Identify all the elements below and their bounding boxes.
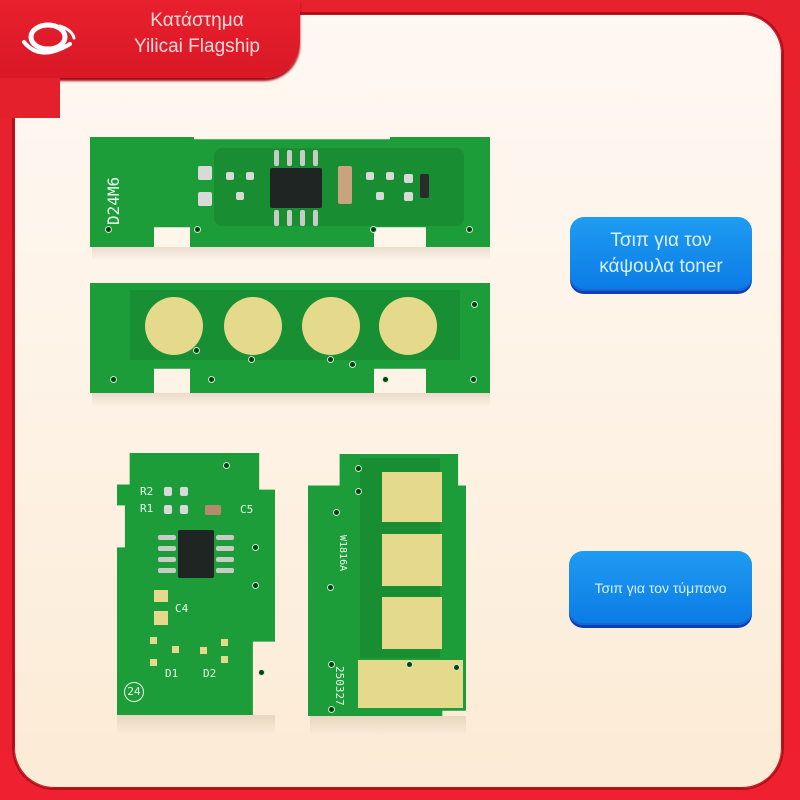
silk-r2: R2 bbox=[140, 485, 154, 498]
toner-chip-label: Τσιπ για τον κάψουλα toner bbox=[570, 217, 752, 291]
contact-pad bbox=[379, 297, 437, 355]
store-title-line1: Κατάστημα bbox=[150, 10, 244, 31]
store-title: Κατάστημα Yilicai Flagship bbox=[112, 8, 282, 60]
silk-c4: C4 bbox=[175, 602, 189, 615]
contact-pad bbox=[302, 297, 360, 355]
contact-pad bbox=[145, 297, 203, 355]
contact-pad bbox=[224, 297, 282, 355]
silk-code2: 250327 bbox=[333, 666, 346, 706]
contact-pad bbox=[382, 597, 442, 649]
contact-pad bbox=[382, 534, 442, 586]
contact-pad bbox=[358, 660, 463, 708]
yilicai-swirl-logo-icon bbox=[22, 22, 76, 55]
silk-code1: W1816A bbox=[337, 535, 348, 572]
toner-chip-label-line2: κάψουλα toner bbox=[599, 256, 723, 277]
toner-front-silkscreen: D24M6 bbox=[104, 176, 123, 225]
silk-d2: D2 bbox=[203, 667, 217, 680]
silk-d1: D1 bbox=[165, 667, 179, 680]
silk-c5: C5 bbox=[240, 503, 254, 516]
contact-pad bbox=[382, 472, 442, 522]
silk-r1: R1 bbox=[140, 502, 154, 515]
drum-chip-label-text: Τσιπ για τον τύμπανο bbox=[594, 580, 727, 596]
silk-badge: 24 bbox=[124, 682, 144, 702]
store-header: Κατάστημα Yilicai Flagship bbox=[0, 0, 300, 118]
store-title-line2: Yilicai Flagship bbox=[133, 36, 260, 57]
drum-chip-label: Τσιπ για τον τύμπανο bbox=[569, 551, 752, 625]
toner-chip-label-line1: Τσιπ για τον bbox=[610, 230, 712, 251]
